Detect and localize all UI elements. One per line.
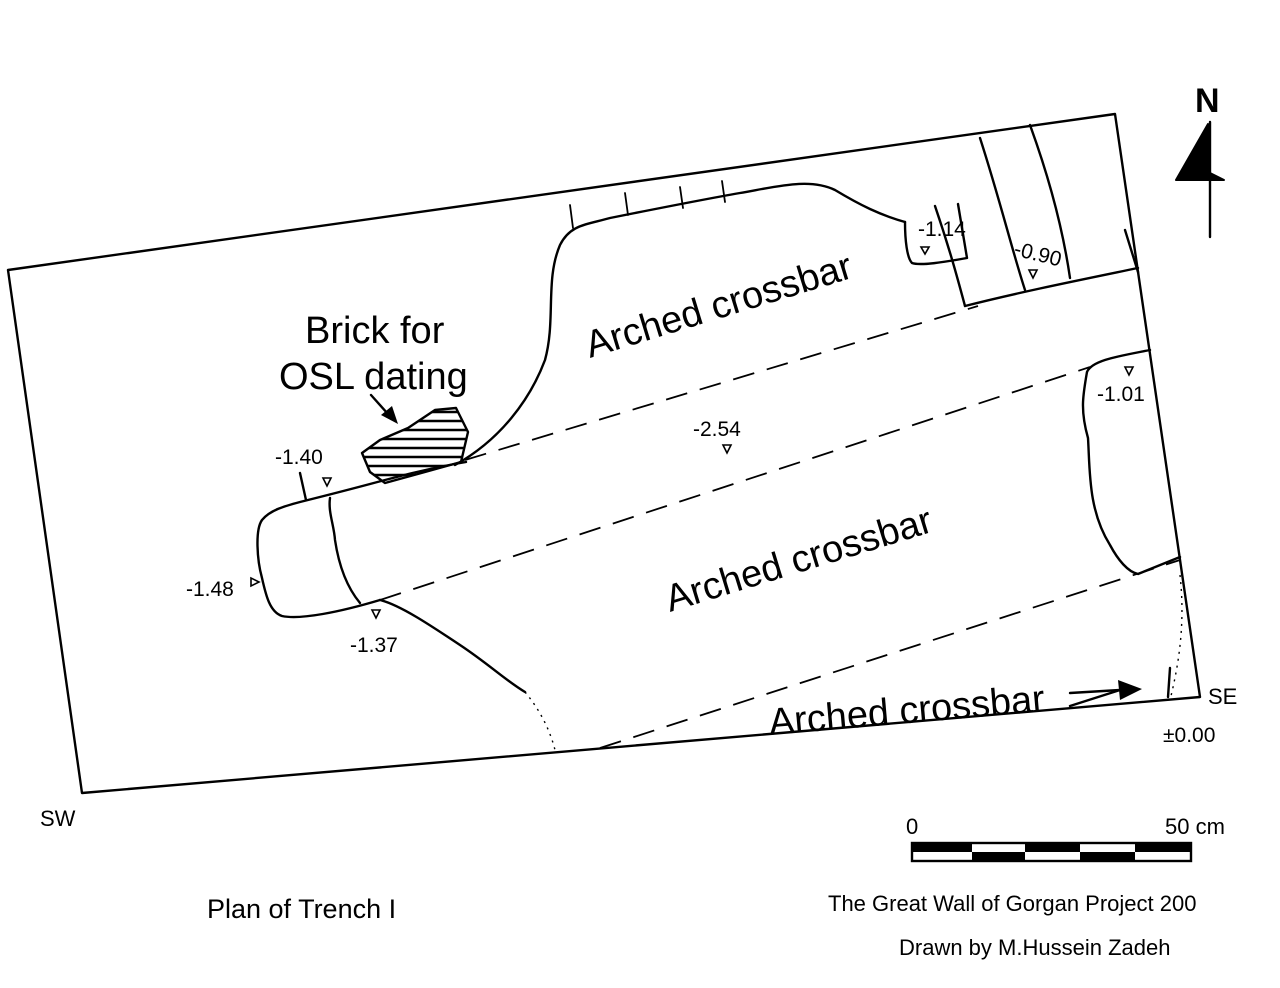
left-ledge-inner: [328, 496, 362, 605]
elevation-marker: [919, 246, 931, 256]
trench-outline: [6, 112, 1202, 795]
crossbar-label-middle: Arched crossbar: [660, 499, 937, 620]
drawn-by-credit: Drawn by M.Hussein Zadeh: [899, 935, 1170, 960]
corner-label-sw: SW: [40, 806, 76, 831]
brick-courses: [933, 123, 1140, 308]
dotted-corner: [1169, 574, 1183, 701]
scale-bar: 0 50 cm: [906, 814, 1225, 863]
upper-wall-base: [963, 266, 1140, 308]
crossbar-dash-3: [599, 559, 1181, 749]
elevation-label: -1.40: [275, 446, 323, 469]
crossbar-label-lower: Arched crossbar: [767, 678, 1047, 744]
brick-label-line1: Brick for: [305, 310, 445, 352]
elevation-label: ±0.00: [1163, 724, 1215, 747]
osl-brick: [360, 406, 470, 485]
elevation-label: -1.01: [1097, 383, 1145, 406]
right-patch: [1081, 348, 1182, 576]
elevation-label: -0.90: [1012, 238, 1064, 272]
north-label: N: [1195, 82, 1220, 120]
brick-pointer-arrow: [369, 393, 398, 424]
crossbar-label-upper: Arched crossbar: [580, 245, 857, 366]
upper-wall-edge: [453, 182, 907, 467]
brick-stubs: [569, 180, 726, 229]
scale-start-label: 0: [906, 814, 918, 839]
elevation-label: -2.54: [693, 418, 741, 441]
elevation-marker: [1123, 366, 1135, 377]
brick-label-line2: OSL dating: [279, 356, 468, 398]
scale-end-label: 50 cm: [1165, 814, 1225, 839]
elevation-label: -1.37: [350, 634, 398, 657]
elevation-marker: [321, 477, 333, 488]
corner-label-se: SE: [1208, 684, 1237, 709]
elevation-marker: [721, 444, 733, 455]
elevation-marker: [370, 609, 382, 620]
elevation-marker: [1027, 269, 1039, 280]
recess-outline: [903, 202, 969, 266]
project-credit: The Great Wall of Gorgan Project 200: [828, 891, 1196, 916]
plan-title: Plan of Trench I: [207, 894, 396, 924]
ledge-tick: [298, 471, 308, 502]
elevation-label: -1.48: [186, 578, 234, 601]
crossbar-dash-2: [379, 366, 1091, 601]
elevation-label: -1.14: [918, 218, 966, 241]
elevation-marker: [250, 576, 261, 588]
lower-crossbar-edge: [1166, 666, 1172, 699]
crossbar-pointer-arrow: [1068, 680, 1142, 708]
left-ledge-top: [256, 460, 468, 619]
north-arrow: N: [1175, 82, 1225, 239]
dotted-edge: [524, 691, 556, 751]
crossbar-dash-1: [464, 305, 979, 461]
lower-wall-edge: [378, 598, 527, 694]
